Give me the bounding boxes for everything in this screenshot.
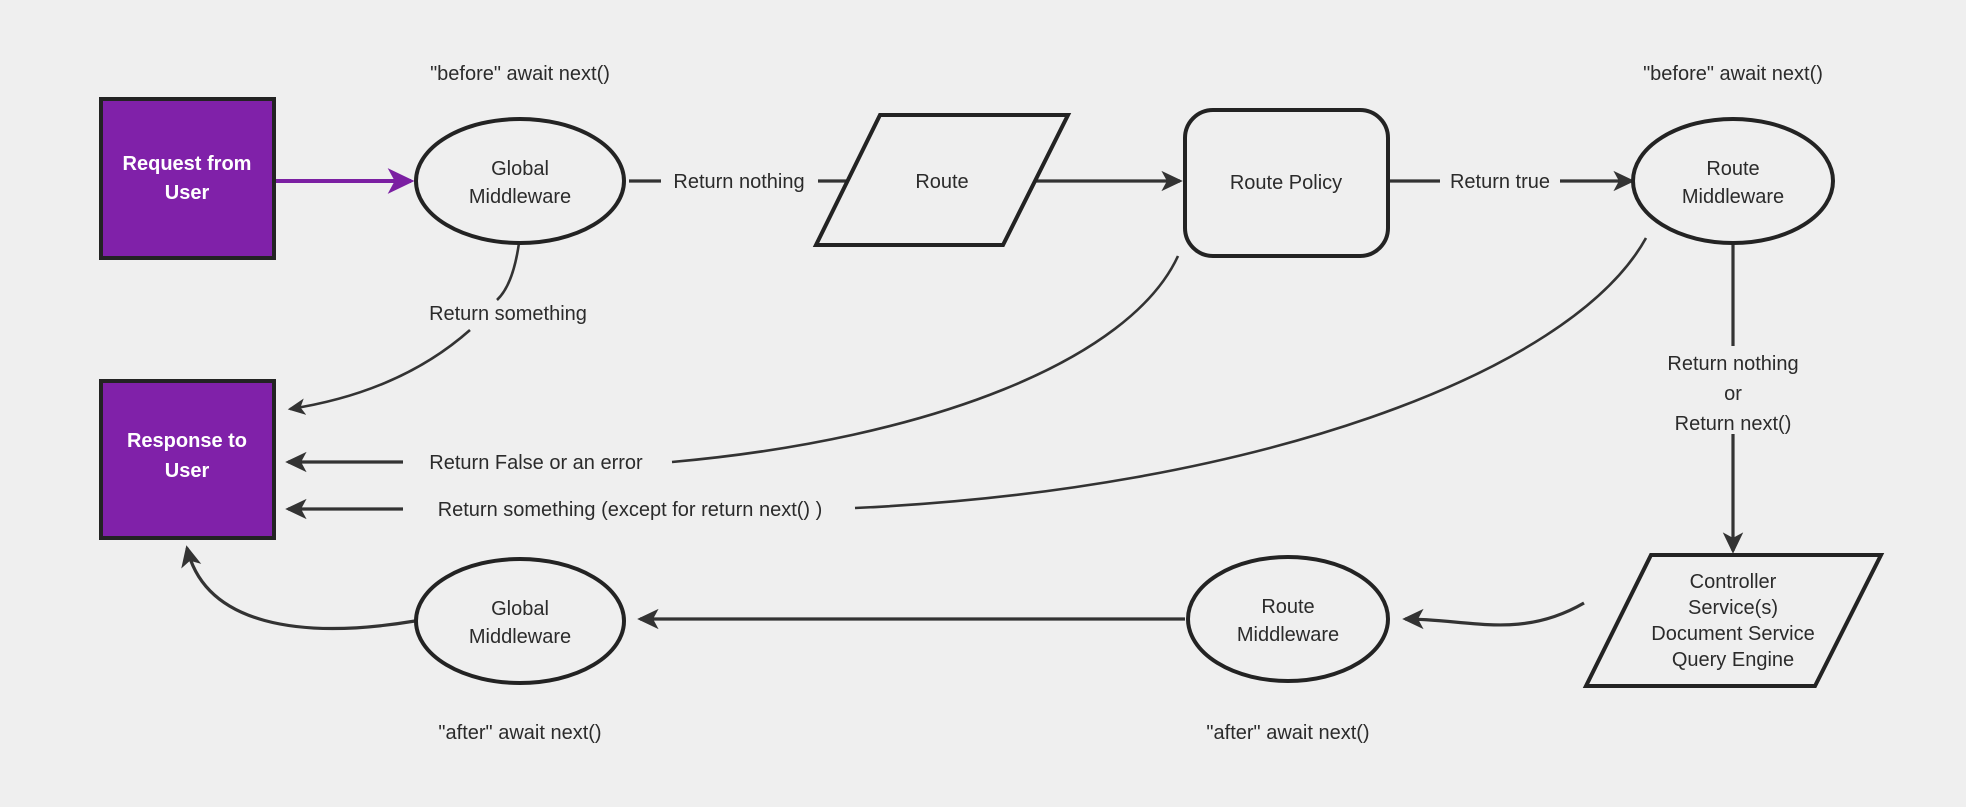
node-response-to-user[interactable] — [99, 379, 276, 540]
response-to-user-line1: Response to — [127, 430, 247, 452]
global-middleware-after-line1: Global — [491, 598, 549, 620]
route-middleware-after-line2: Middleware — [1237, 624, 1339, 646]
annotation-before-global-middleware: "before" await next() — [430, 63, 610, 85]
node-global-middleware-before[interactable] — [414, 117, 626, 245]
edge-label-global-to-route: Return nothing — [673, 171, 804, 193]
global-middleware-before-line2: Middleware — [469, 186, 571, 208]
edge-label-middleware-to-response: Return something (except for return next… — [438, 499, 823, 521]
edge-route-middleware-to-response-curve — [854, 237, 1648, 510]
node-request-from-user[interactable] — [99, 97, 276, 260]
request-from-user-line1: Request from — [123, 153, 252, 175]
node-route-policy[interactable] — [1183, 108, 1390, 258]
controller-group-line4: Query Engine — [1672, 649, 1794, 671]
annotation-after-global-middleware: "after" await next() — [438, 722, 601, 744]
annotation-before-route-middleware: "before" await next() — [1643, 63, 1823, 85]
edge-controller-to-route-middleware-after — [1402, 601, 1585, 630]
global-middleware-before-line1: Global — [491, 158, 549, 180]
edge-global-to-response-upper — [496, 242, 521, 301]
route-label: Route — [915, 171, 968, 193]
edge-label-policy-to-response: Return False or an error — [429, 452, 643, 474]
route-middleware-before-line2: Middleware — [1682, 186, 1784, 208]
node-global-middleware-after[interactable] — [414, 557, 626, 685]
controller-group-line1: Controller — [1690, 571, 1777, 593]
node-route-middleware-after[interactable] — [1186, 555, 1390, 683]
route-policy-label: Route Policy — [1230, 172, 1342, 194]
edge-global-middleware-after-to-response — [181, 545, 416, 630]
node-controller-group[interactable] — [1582, 553, 1885, 688]
route-middleware-after-line1: Route — [1261, 596, 1314, 618]
node-route-middleware-before[interactable] — [1631, 117, 1835, 245]
edge-label-middleware-to-controller-line2: or — [1724, 383, 1742, 405]
edge-label-policy-to-middleware: Return true — [1450, 171, 1550, 193]
node-route[interactable] — [812, 113, 1072, 247]
controller-group-line2: Service(s) — [1688, 597, 1778, 619]
edge-global-to-response-lower — [287, 329, 471, 415]
global-middleware-after-line2: Middleware — [469, 626, 571, 648]
edge-label-middleware-to-controller-line1: Return nothing — [1667, 353, 1798, 375]
response-to-user-line2: User — [165, 460, 210, 482]
annotation-after-route-middleware: "after" await next() — [1206, 722, 1369, 744]
edge-label-global-to-response: Return something — [429, 303, 587, 325]
edge-label-middleware-to-controller-line3: Return next() — [1675, 413, 1792, 435]
route-middleware-before-line1: Route — [1706, 158, 1759, 180]
edge-policy-to-response-curve — [671, 255, 1180, 464]
request-from-user-line2: User — [165, 182, 210, 204]
controller-group-line3: Document Service — [1651, 623, 1814, 645]
